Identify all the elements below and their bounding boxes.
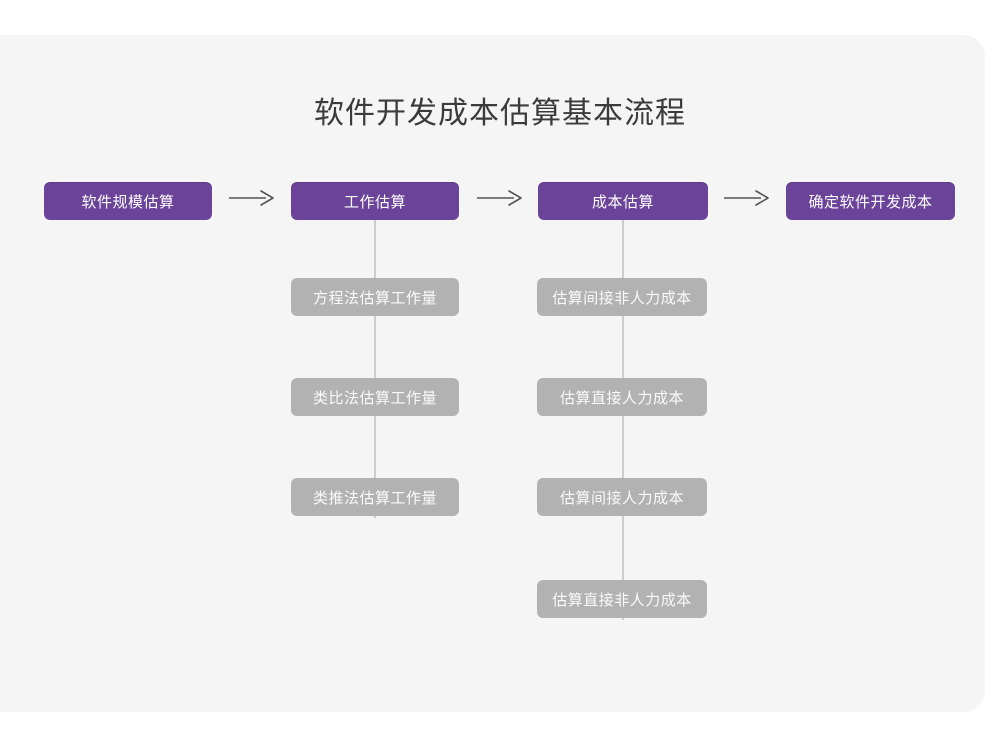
page-title: 软件开发成本估算基本流程 xyxy=(314,96,686,131)
branch-connector-cost-estimation xyxy=(622,220,624,620)
substep-node-indirect-labor-cost[interactable]: 估算间接人力成本 xyxy=(537,478,707,516)
branch-connector-effort-estimation xyxy=(374,220,376,518)
stage-node-cost-estimation[interactable]: 成本估算 xyxy=(538,182,708,220)
arrow-right-icon-3 xyxy=(723,188,771,208)
substep-node-direct-nonlabor-cost[interactable]: 估算直接非人力成本 xyxy=(537,580,707,618)
stage-node-determine-development-cost[interactable]: 确定软件开发成本 xyxy=(786,182,955,220)
substep-node-indirect-nonlabor-cost[interactable]: 估算间接非人力成本 xyxy=(537,278,707,316)
stage-node-software-scale-estimation[interactable]: 软件规模估算 xyxy=(44,182,212,220)
arrow-right-icon-1 xyxy=(228,188,276,208)
substep-node-direct-labor-cost[interactable]: 估算直接人力成本 xyxy=(537,378,707,416)
substep-node-inference-method-effort[interactable]: 类推法估算工作量 xyxy=(291,478,459,516)
stage-node-effort-estimation[interactable]: 工作估算 xyxy=(291,182,459,220)
substep-node-equation-method-effort[interactable]: 方程法估算工作量 xyxy=(291,278,459,316)
substep-node-analogy-method-effort[interactable]: 类比法估算工作量 xyxy=(291,378,459,416)
arrow-right-icon-2 xyxy=(476,188,524,208)
diagram-card xyxy=(0,35,985,712)
